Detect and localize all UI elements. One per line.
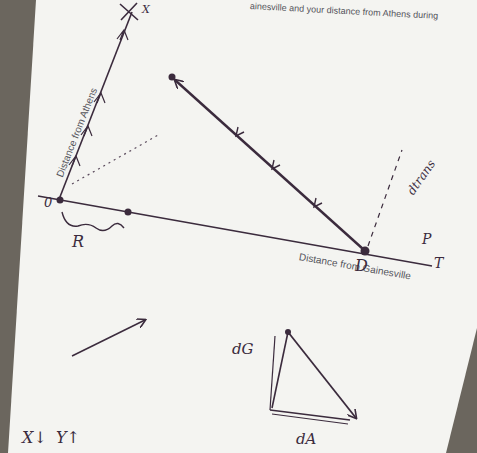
differential-label: dA (296, 432, 316, 447)
axis-end-label: T (434, 256, 443, 270)
point-label: D (355, 258, 368, 274)
differential-label: dG (232, 342, 254, 357)
paper (8, 0, 477, 453)
origin-label: 0 (44, 196, 52, 209)
point-label: P (422, 232, 431, 246)
distance-label: R (72, 234, 84, 250)
gainesville-axis (38, 196, 432, 266)
axis-end-mark: X (142, 4, 150, 15)
athens-axis (58, 12, 132, 202)
axis-direction: Y↑ (56, 430, 80, 446)
trajectory-arrow (175, 80, 363, 249)
axis-direction: X↓ (22, 430, 47, 446)
